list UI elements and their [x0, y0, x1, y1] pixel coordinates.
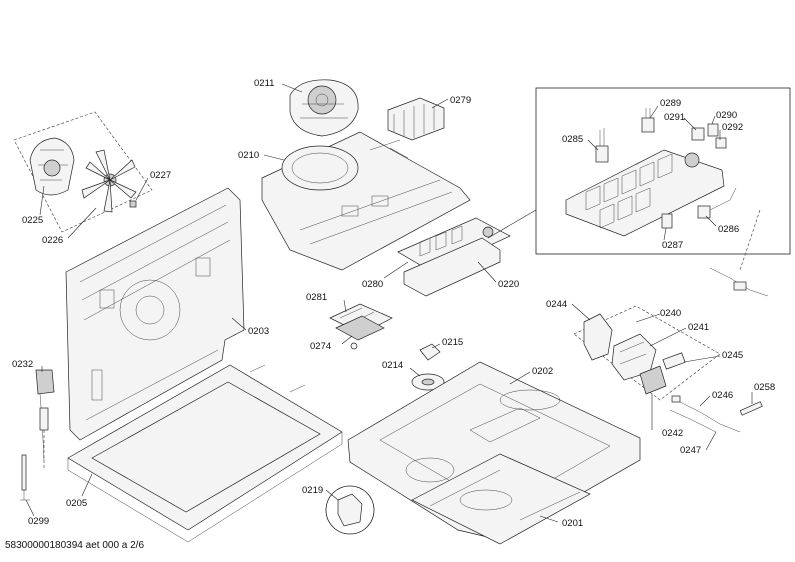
- bracket-0279[interactable]: [387, 97, 445, 141]
- label-0205[interactable]: 0205: [66, 498, 87, 509]
- label-0291[interactable]: 0291: [664, 112, 685, 123]
- clip-0219[interactable]: [337, 493, 363, 527]
- label-0280[interactable]: 0280: [362, 279, 383, 290]
- cable-0246[interactable]: [671, 395, 741, 433]
- label-0281[interactable]: 0281: [306, 292, 327, 303]
- label-0215[interactable]: 0215: [442, 337, 463, 348]
- screw-0227[interactable]: [129, 200, 137, 208]
- label-0210[interactable]: 0210: [238, 150, 259, 161]
- label-0211[interactable]: 0211: [254, 78, 274, 89]
- label-0285[interactable]: 0285: [562, 134, 583, 145]
- rod-0258[interactable]: [739, 401, 763, 416]
- label-0220[interactable]: 0220: [498, 279, 519, 290]
- label-0226[interactable]: 0226: [42, 235, 63, 246]
- bottom-frame-0205[interactable]: [67, 364, 343, 543]
- label-0245[interactable]: 0245: [722, 350, 743, 361]
- sensor-cable-0299[interactable]: [20, 454, 30, 501]
- label-0286[interactable]: 0286: [718, 224, 739, 235]
- leader-lines: [25, 83, 753, 523]
- convection-motor-0211[interactable]: [289, 79, 359, 137]
- board-holder-0220[interactable]: [403, 237, 501, 297]
- pcb-detail-leader: [487, 209, 537, 239]
- connector-0290[interactable]: [707, 123, 719, 137]
- main-pcb[interactable]: [565, 149, 725, 237]
- label-0246[interactable]: 0246: [712, 390, 733, 401]
- probe-dash-line: [739, 209, 761, 271]
- label-0241[interactable]: 0241: [688, 322, 709, 333]
- label-0240[interactable]: 0240: [660, 308, 681, 319]
- lock-motor-0242[interactable]: [639, 365, 667, 430]
- fan-motor-0225[interactable]: [29, 137, 75, 196]
- bracket-frame-0274[interactable]: [335, 315, 385, 350]
- bottom-plate-0201[interactable]: [411, 453, 591, 545]
- document-id: 58300000180394 aet 000 a 2/6: [5, 540, 145, 551]
- label-0279[interactable]: 0279: [450, 95, 471, 106]
- label-0225[interactable]: 0225: [22, 215, 43, 226]
- cable-0247[interactable]: [669, 409, 717, 433]
- motor-coupling-0214[interactable]: [411, 373, 445, 391]
- control-board-0280[interactable]: [397, 217, 511, 273]
- label-0299[interactable]: 0299: [28, 516, 49, 527]
- label-0219[interactable]: 0219: [302, 485, 323, 496]
- label-0203[interactable]: 0203: [248, 326, 269, 337]
- label-0227[interactable]: 0227: [150, 170, 171, 181]
- pcb-detail-box: [535, 87, 791, 255]
- fan-housing-0210[interactable]: [261, 131, 471, 271]
- connector-0289[interactable]: [641, 108, 655, 133]
- label-0244[interactable]: 0244: [546, 299, 567, 310]
- label-0274[interactable]: 0274: [310, 341, 331, 352]
- label-0292[interactable]: 0292: [722, 122, 743, 133]
- back-panel-0203[interactable]: [65, 187, 245, 441]
- connector-0285[interactable]: [595, 128, 609, 163]
- microswitch-0245[interactable]: [662, 352, 686, 370]
- fan-group-outline: [13, 111, 153, 233]
- part-labels: 0211 0279 0210 0227 0225 0226 0203 0289 …: [12, 78, 775, 529]
- label-0287[interactable]: 0287: [662, 240, 683, 251]
- label-0202[interactable]: 0202: [532, 366, 553, 377]
- lock-bracket-0244[interactable]: [583, 313, 613, 361]
- connector-0287[interactable]: [661, 213, 673, 229]
- probe-cable[interactable]: [709, 267, 769, 297]
- fan-impeller-0226[interactable]: [81, 149, 137, 213]
- label-0242[interactable]: 0242: [662, 428, 683, 439]
- clip-0215[interactable]: [419, 343, 441, 361]
- label-0289[interactable]: 0289: [660, 98, 681, 109]
- label-0214[interactable]: 0214: [382, 360, 403, 371]
- label-0247[interactable]: 0247: [680, 445, 701, 456]
- connector-0291[interactable]: [691, 127, 705, 141]
- label-0201[interactable]: 0201: [562, 518, 583, 529]
- label-0232[interactable]: 0232: [12, 359, 33, 370]
- connector-0286[interactable]: [697, 187, 737, 219]
- label-0290[interactable]: 0290: [716, 110, 737, 121]
- connector-0292[interactable]: [715, 137, 727, 149]
- thermostat-0232[interactable]: [35, 369, 55, 461]
- label-0258[interactable]: 0258: [754, 382, 775, 393]
